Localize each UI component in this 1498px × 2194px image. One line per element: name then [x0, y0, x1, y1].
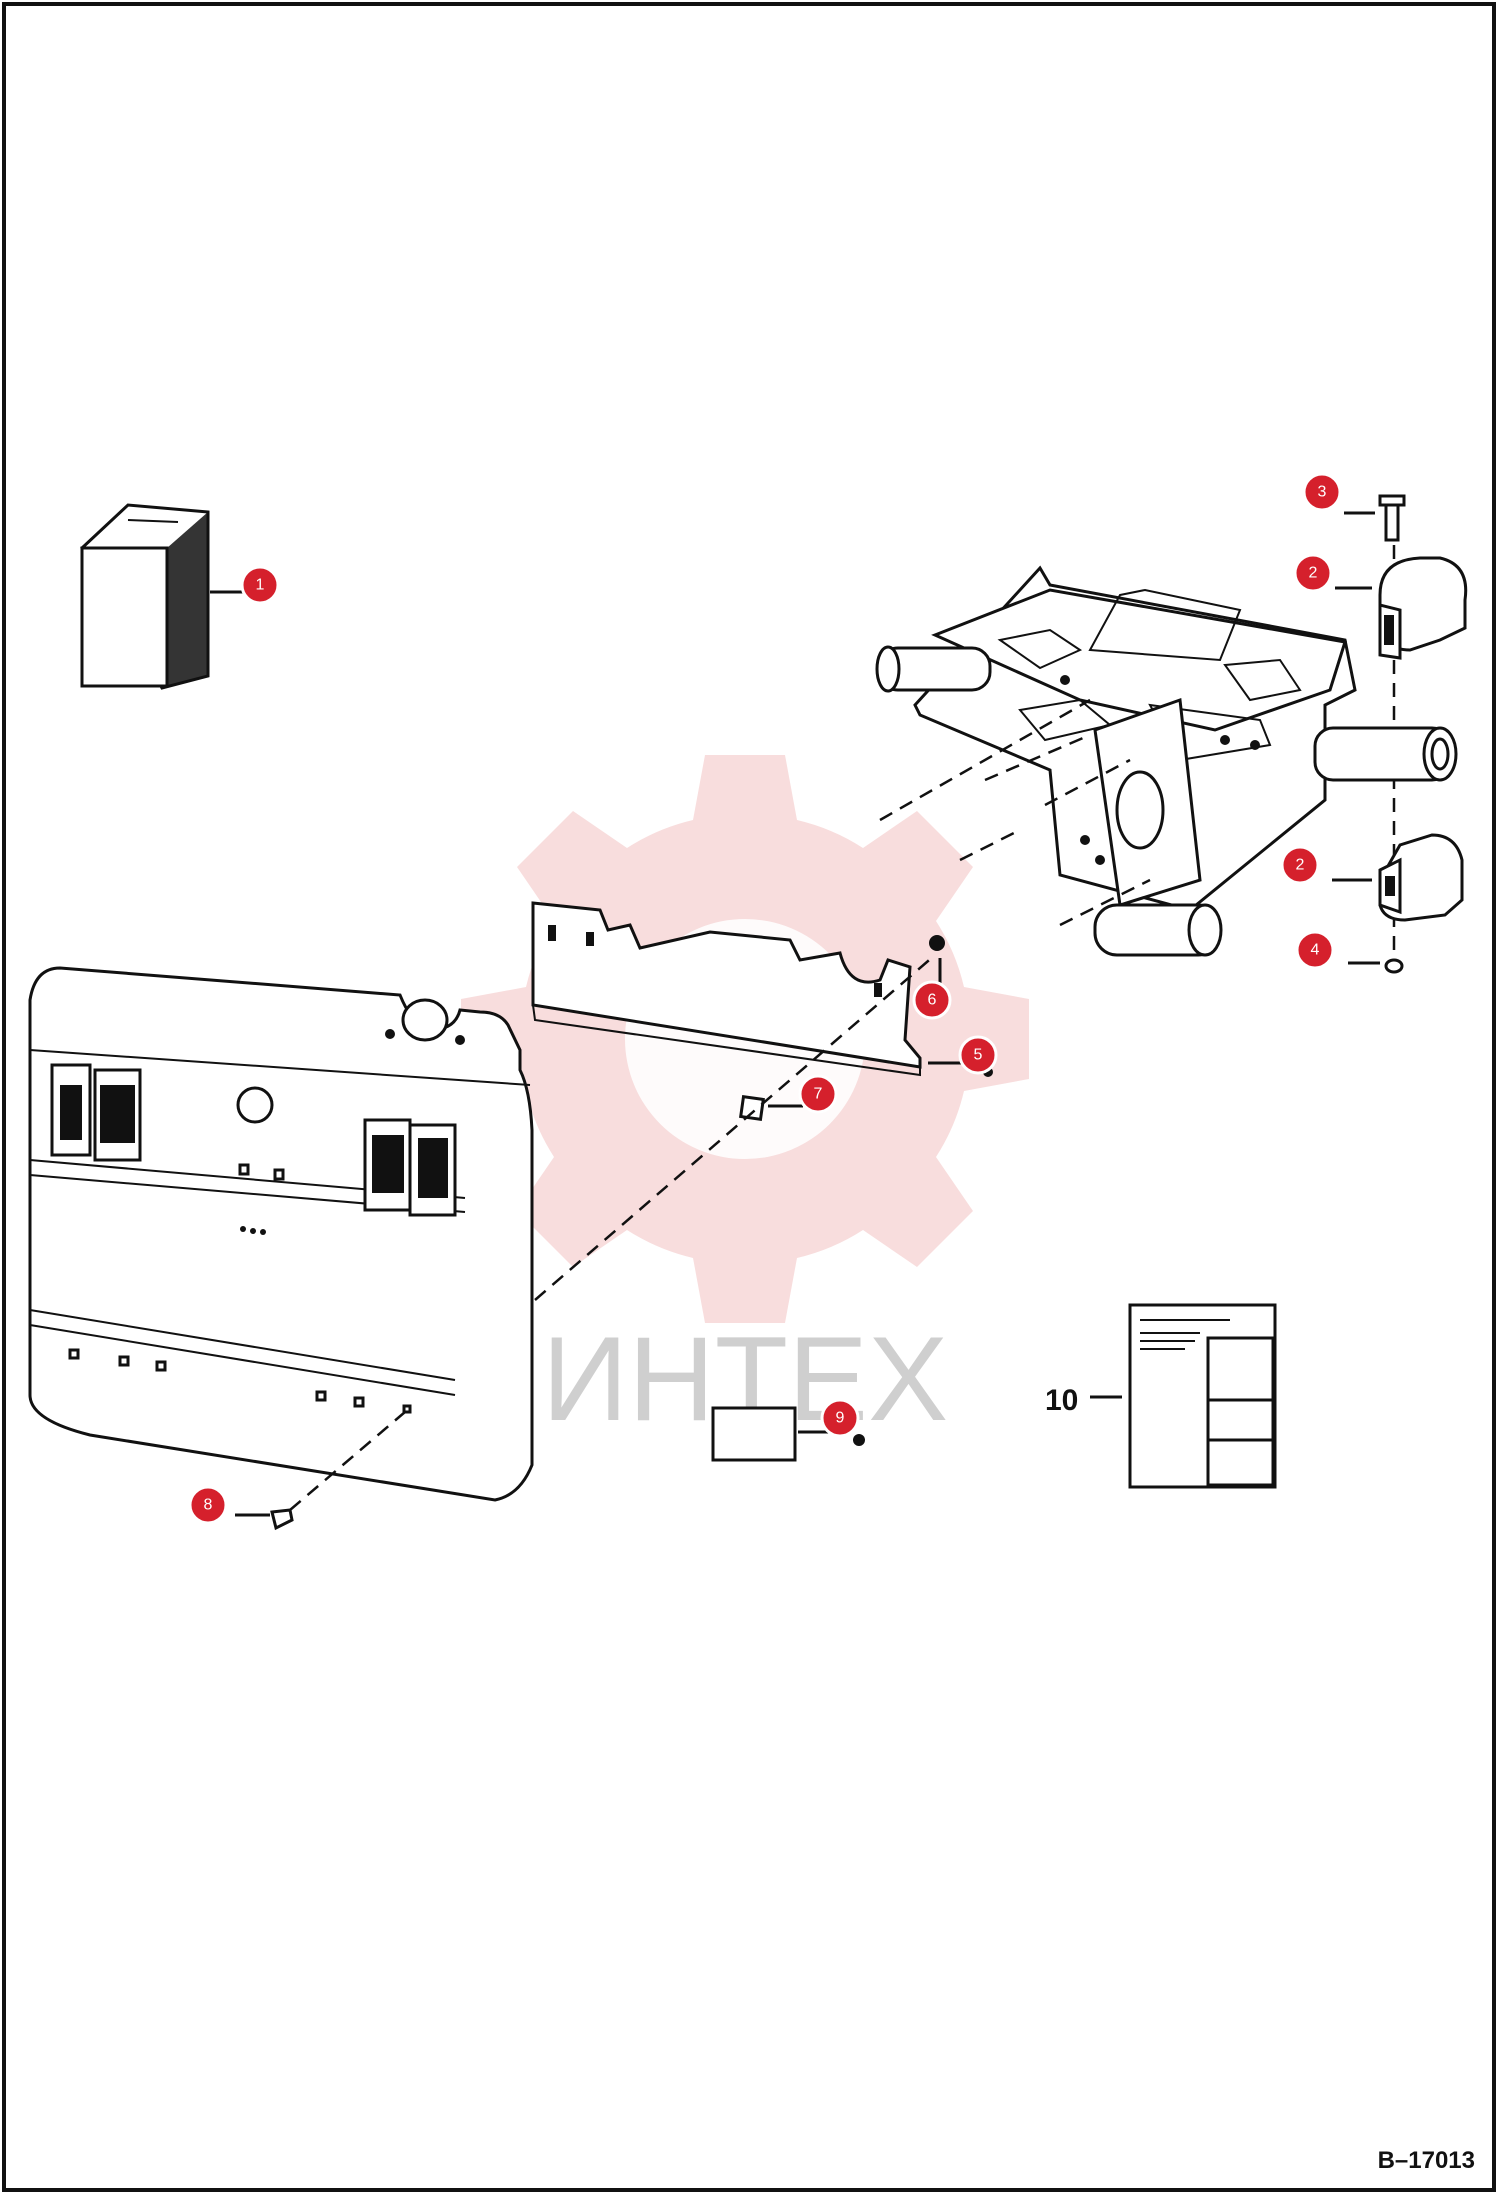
part-mounting-plate — [531, 901, 993, 1077]
marker-2-upper: 2 — [1293, 553, 1333, 593]
part-2-clamp-lower — [1332, 833, 1464, 922]
marker-3: 3 — [1302, 472, 1342, 512]
part-7-clip — [739, 1095, 803, 1121]
marker-2-lower-label: 2 — [1296, 857, 1305, 874]
marker-9-label: 9 — [836, 1410, 845, 1427]
part-9-decal — [711, 1406, 865, 1462]
part-3-bolt — [1344, 494, 1406, 542]
marker-2-lower: 2 — [1280, 845, 1320, 885]
part-6-nut — [929, 935, 945, 985]
marker-3-label: 3 — [1318, 484, 1327, 501]
part-2-clamp-upper — [1335, 556, 1468, 660]
marker-2-upper-label: 2 — [1309, 565, 1318, 582]
part-control-panel — [28, 966, 534, 1502]
marker-6: 6 — [912, 980, 952, 1020]
part-8-screw — [235, 1411, 406, 1531]
marker-1: 1 — [240, 565, 280, 605]
part-frame-assembly — [875, 565, 1458, 957]
part-1-box — [80, 503, 246, 690]
marker-5-label: 5 — [974, 1047, 983, 1064]
marker-7-label: 7 — [814, 1086, 823, 1103]
marker-5: 5 — [958, 1035, 998, 1075]
callout-label-10: 10 — [1045, 1384, 1078, 1417]
marker-8: 8 — [188, 1485, 228, 1525]
marker-7: 7 — [798, 1074, 838, 1114]
marker-9: 9 — [820, 1398, 860, 1438]
marker-1-label: 1 — [256, 577, 265, 594]
part-10-manual — [1090, 1303, 1277, 1489]
marker-4: 4 — [1295, 930, 1335, 970]
marker-6-label: 6 — [928, 992, 937, 1009]
marker-8-label: 8 — [204, 1497, 213, 1514]
marker-4-label: 4 — [1311, 942, 1320, 959]
part-4-nut — [1348, 958, 1404, 974]
drawing-number: B–17013 — [1378, 2147, 1475, 2174]
axis-line-center — [534, 954, 936, 1301]
